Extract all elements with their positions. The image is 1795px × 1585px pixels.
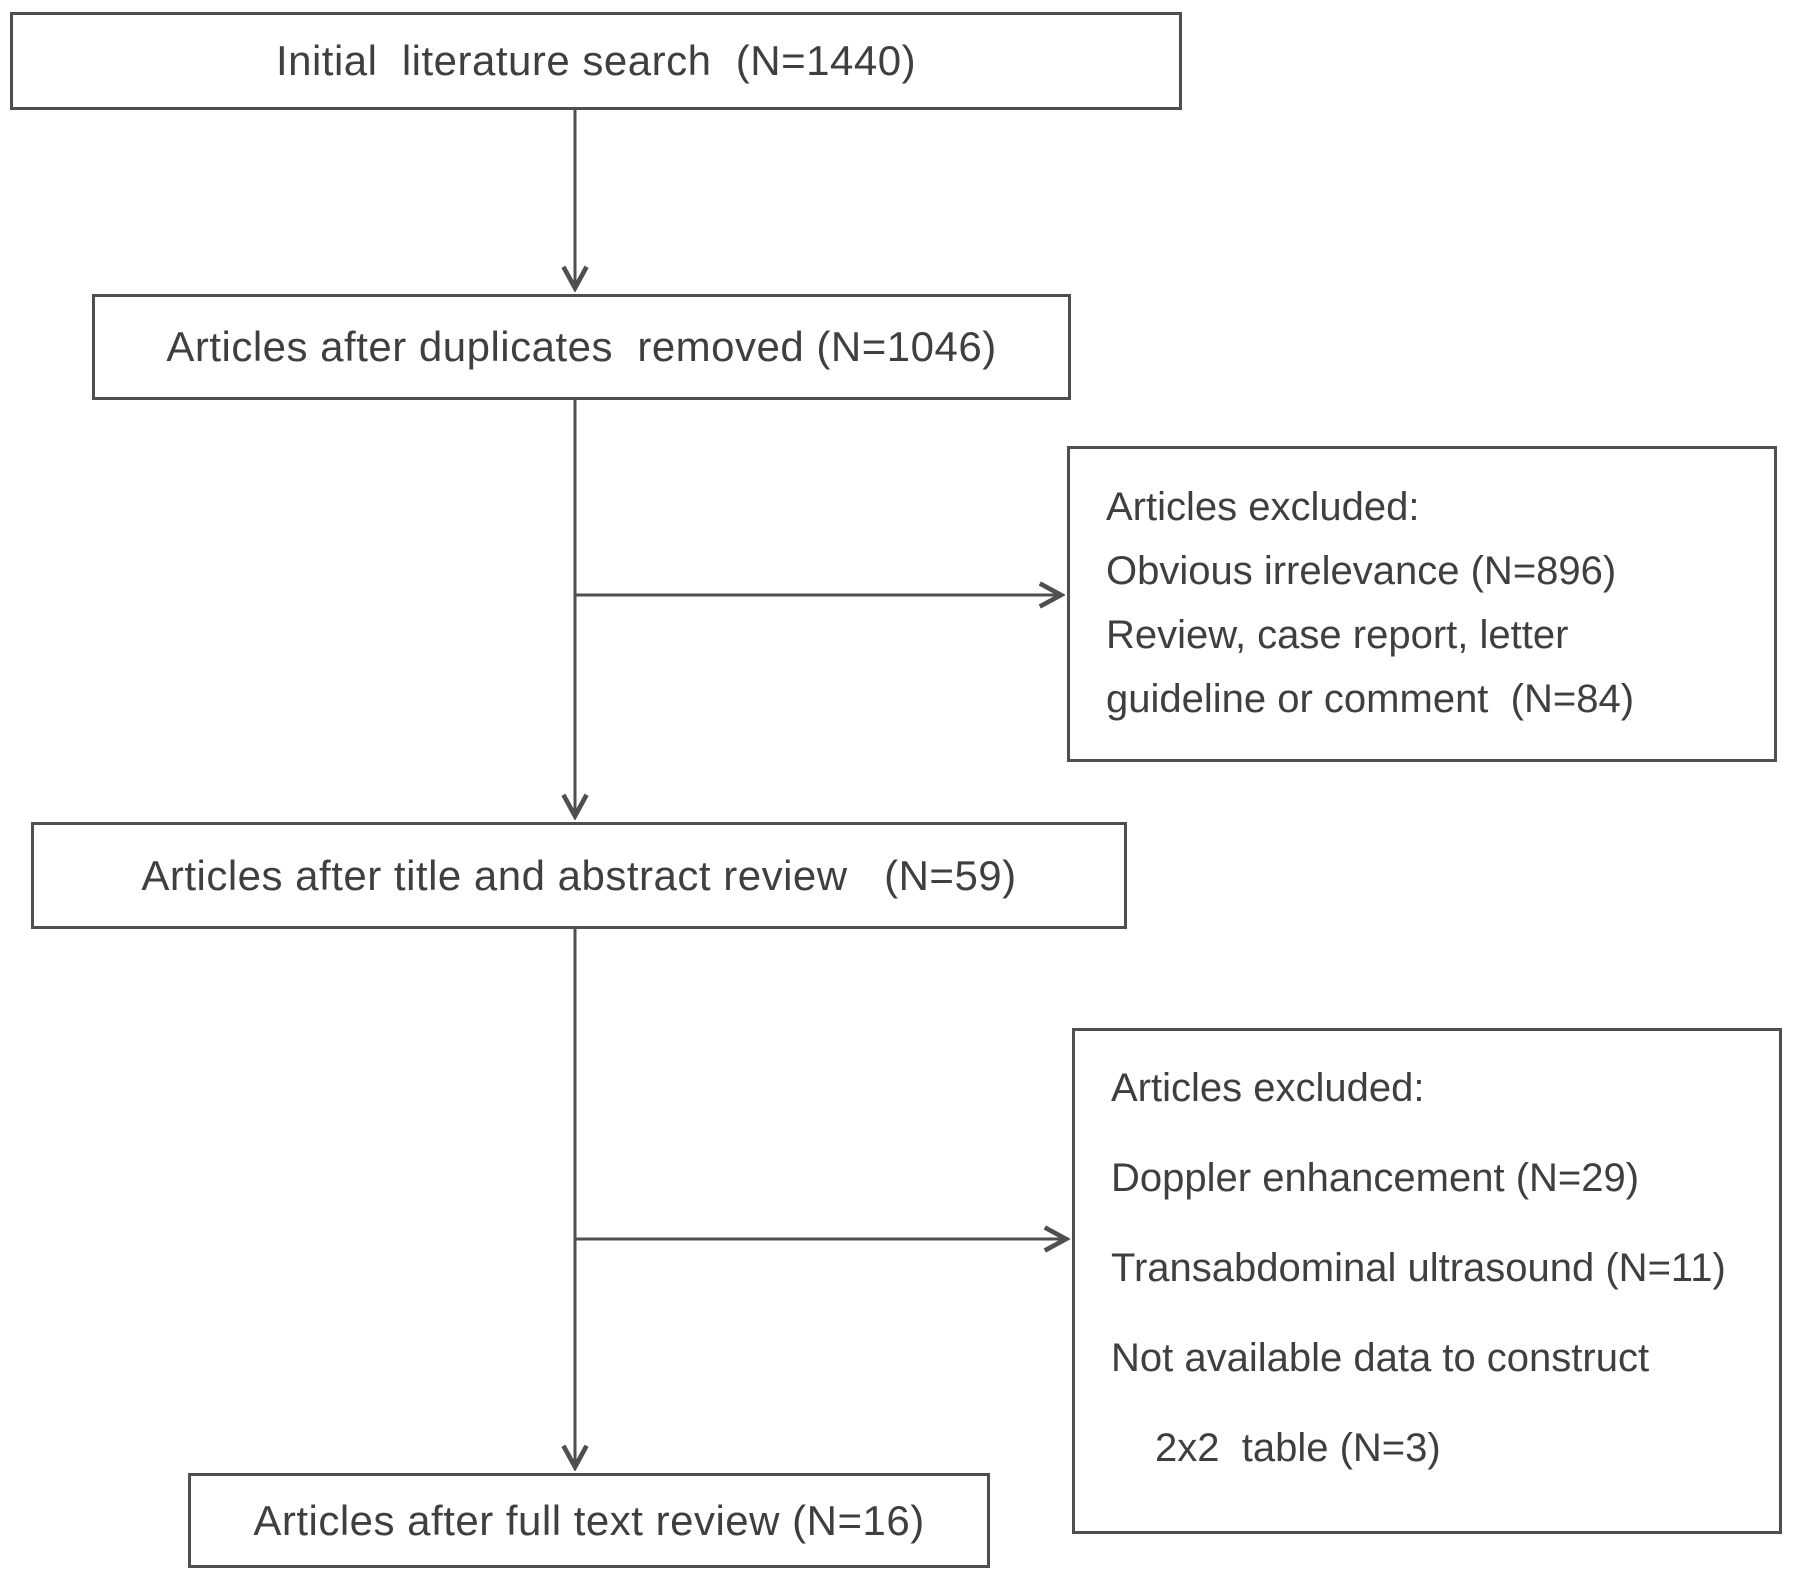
initial-search-label: Initial literature search (N=1440) <box>275 37 917 84</box>
excluded2-reason-no-data: Not available data to construct <box>1111 1336 1650 1380</box>
box-duplicates-removed: Articles after duplicates removed (N=104… <box>92 294 1071 400</box>
excluded1-reason-irrelevance: Obvious irrelevance (N=896) <box>1106 549 1617 593</box>
excluded1-reason-review-case-letter: Review, case report, letter <box>1106 613 1569 657</box>
excluded2-reason-2x2-table: 2x2 table (N=3) <box>1155 1426 1441 1470</box>
excluded2-reason-doppler: Doppler enhancement (N=29) <box>1111 1156 1640 1200</box>
excluded2-heading: Articles excluded: <box>1111 1066 1425 1110</box>
full-text-review-label: Articles after full text review (N=16) <box>253 1496 925 1544</box>
box-full-text-review: Articles after full text review (N=16) <box>188 1473 990 1568</box>
duplicates-removed-label: Articles after duplicates removed (N=104… <box>166 323 997 370</box>
box-initial-search: Initial literature search (N=1440) <box>10 12 1182 110</box>
title-abstract-review-label: Articles after title and abstract review… <box>141 851 1017 899</box>
excluded1-heading: Articles excluded: <box>1106 485 1420 529</box>
excluded2-reason-transabdominal: Transabdominal ultrasound (N=11) <box>1111 1246 1726 1290</box>
box-title-abstract-review: Articles after title and abstract review… <box>31 822 1127 929</box>
box-excluded-title-abstract: Articles excluded: Obvious irrelevance (… <box>1067 446 1777 762</box>
box-excluded-full-text: Articles excluded: Doppler enhancement (… <box>1072 1028 1782 1534</box>
excluded1-reason-guideline-comment: guideline or comment (N=84) <box>1106 677 1635 721</box>
